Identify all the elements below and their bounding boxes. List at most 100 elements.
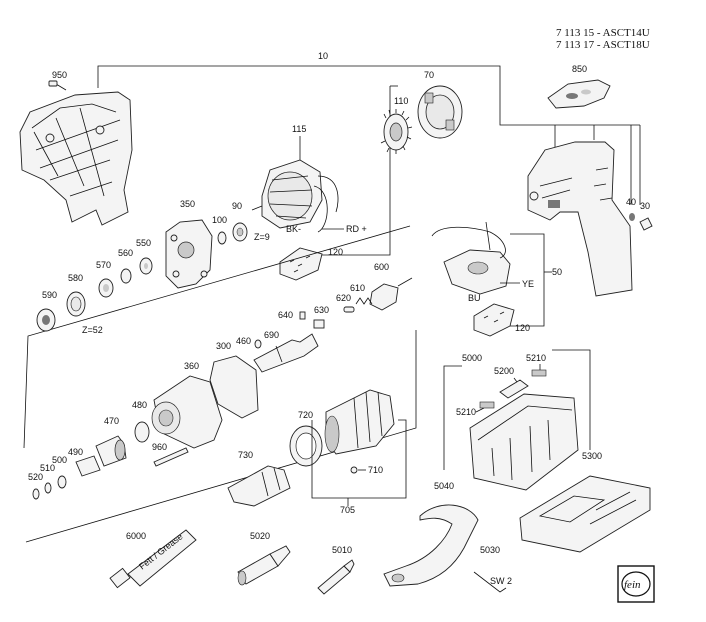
callout-520: 520	[28, 472, 43, 482]
callout-10: 10	[318, 51, 328, 61]
callout-90: 90	[232, 201, 242, 211]
chuck-sleeve	[324, 389, 395, 455]
screwdriver-bit	[317, 559, 355, 595]
sleeve-630	[313, 319, 325, 329]
callout-500: 500	[52, 455, 67, 465]
callout-730: 730	[238, 450, 253, 460]
callout-510: 510	[40, 463, 55, 473]
callout-5010: 5010	[332, 545, 352, 555]
label-z9: Z=9	[254, 232, 270, 242]
callout-550: 550	[136, 238, 151, 248]
gear-housing-360	[151, 375, 223, 449]
gear-housing-cover	[165, 219, 213, 289]
callout-360: 360	[184, 361, 199, 371]
fan-gear	[380, 109, 413, 154]
spindle-690	[253, 333, 319, 373]
callout-720: 720	[298, 410, 313, 420]
callout-950: 950	[52, 70, 67, 80]
gasket-300	[209, 355, 259, 419]
chuck-core-730	[227, 465, 291, 507]
callout-630: 630	[314, 305, 329, 315]
callout-600: 600	[374, 262, 389, 272]
washer-560	[120, 268, 132, 284]
callout-5030: 5030	[480, 545, 500, 555]
callout-580: 580	[68, 273, 83, 283]
callout-460: 460	[236, 336, 251, 346]
callout-115: 115	[292, 124, 306, 134]
callout-470: 470	[104, 416, 119, 426]
belt-clip	[383, 504, 479, 587]
callout-120-b: 120	[515, 323, 530, 333]
callout-5300: 5300	[582, 451, 602, 461]
connector-block-120	[279, 247, 323, 281]
pin-620	[343, 306, 355, 313]
motor	[251, 159, 339, 233]
callout-560: 560	[118, 248, 133, 258]
bearing-90	[232, 222, 248, 242]
gear-550	[139, 257, 153, 275]
ball-640	[299, 311, 306, 320]
o-ring-480	[134, 421, 150, 443]
ball-710	[350, 466, 358, 474]
callout-350: 350	[180, 199, 195, 209]
callout-640: 640	[278, 310, 293, 320]
callout-50: 50	[552, 267, 562, 277]
callout-490: 490	[68, 447, 83, 457]
callout-480: 480	[132, 400, 147, 410]
carrying-case	[469, 369, 579, 491]
bracket-705	[311, 419, 407, 499]
callout-40: 40	[626, 197, 636, 207]
clutch-disc-600	[369, 277, 413, 311]
callout-570: 570	[96, 260, 111, 270]
callout-300: 300	[216, 341, 231, 351]
case-insert	[519, 475, 651, 553]
callout-705: 705	[340, 505, 355, 515]
callout-100: 100	[212, 215, 227, 225]
callout-5000: 5000	[462, 353, 482, 363]
bracket-5000	[443, 365, 462, 470]
washer-100	[217, 231, 227, 245]
ring-gear-580	[66, 291, 86, 317]
bearing-590	[36, 308, 56, 332]
ring-720	[289, 425, 323, 467]
callout-5210-a: 5210	[526, 353, 546, 363]
model-line-1: 7 113 15 - ASCT14U	[556, 27, 650, 39]
callout-5200: 5200	[494, 366, 514, 376]
callout-960: 960	[152, 442, 167, 452]
screw-950	[48, 80, 67, 91]
bit-holder	[237, 545, 291, 586]
spring-610	[355, 297, 373, 305]
switch-assembly	[431, 221, 511, 295]
callout-850: 850	[572, 64, 587, 74]
ring-510	[44, 482, 52, 494]
callout-120-a: 120	[328, 247, 343, 257]
clip-30	[639, 217, 653, 231]
callout-5210-b: 5210	[456, 407, 476, 417]
model-line-2: 7 113 17 - ASCT18U	[556, 39, 650, 51]
washer-460	[254, 339, 262, 349]
callout-5020: 5020	[250, 531, 270, 541]
label-bu: BU	[468, 293, 481, 303]
brush-holder-ring	[417, 85, 463, 139]
bracket-5300	[552, 349, 591, 450]
housing-half-shell	[19, 91, 133, 226]
spindle-sleeve-470	[95, 435, 127, 467]
connector-block-120-b	[473, 303, 515, 337]
callout-30: 30	[640, 201, 650, 211]
sleeve-490	[75, 455, 101, 477]
callout-110: 110	[394, 96, 408, 106]
screw-40	[629, 213, 635, 221]
grease-tube: Fett / Grease	[109, 529, 197, 589]
callout-70: 70	[424, 70, 434, 80]
callout-5040: 5040	[434, 481, 454, 491]
label-z52: Z=52	[82, 325, 103, 335]
label-sw2: SW 2	[490, 576, 512, 586]
callout-6000: 6000	[126, 531, 146, 541]
planet-gear-570	[98, 278, 114, 298]
gearbox-box-edge-bottom	[25, 330, 417, 543]
hex-key	[473, 571, 507, 593]
logo-text: fein	[624, 579, 641, 591]
handle-housing	[527, 141, 633, 297]
callout-690: 690	[264, 330, 279, 340]
